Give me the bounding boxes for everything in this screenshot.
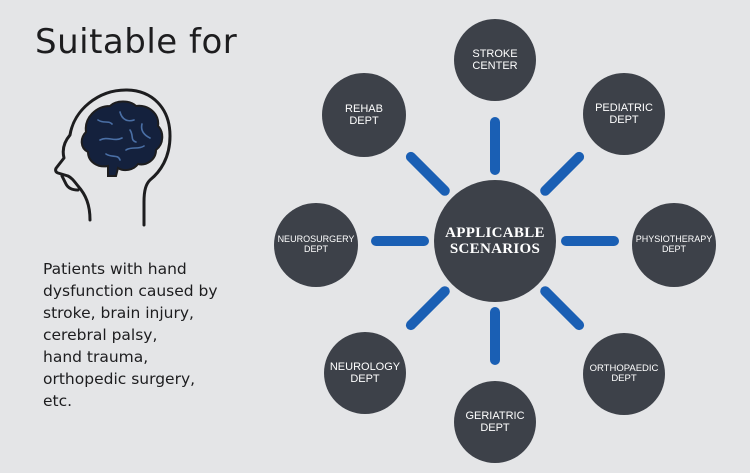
- center-label-line: SCENARIOS: [449, 241, 541, 257]
- node-label-line: DEPT: [480, 422, 510, 434]
- node-label-line: STROKE: [472, 47, 518, 60]
- node-label-line: NEUROSURGERY: [277, 234, 355, 245]
- description-line: Patients with hand: [43, 260, 187, 278]
- node-label-line: CENTER: [472, 60, 518, 72]
- node-stroke-center: STROKE CENTER: [454, 19, 536, 101]
- description-line: dysfunction caused by: [43, 282, 218, 300]
- center-node-applicable-scenarios: APPLICABLE SCENARIOS: [434, 180, 556, 302]
- node-label-line: PHYSIOTHERAPY: [635, 234, 713, 245]
- description-line: cerebral palsy,: [43, 326, 158, 344]
- node-label-line: ORTHOPAEDIC: [589, 362, 659, 374]
- node-label-line: NEUROLOGY: [329, 360, 401, 373]
- node-physiotherapy-dept: PHYSIOTHERAPY DEPT: [632, 203, 716, 287]
- connector-neurology-dept: [405, 286, 450, 331]
- head-with-brain-icon: [54, 88, 172, 227]
- node-label-line: REHAB: [345, 102, 383, 115]
- description-line: stroke, brain injury,: [43, 304, 194, 322]
- node-label-line: PEDIATRIC: [595, 101, 653, 114]
- node-pediatric-dept: PEDIATRIC DEPT: [583, 73, 665, 155]
- description-line: orthopedic surgery,: [43, 370, 196, 388]
- node-label-line: DEPT: [303, 244, 328, 254]
- connector-orthopaedic-dept: [540, 286, 585, 331]
- node-neurosurgery-dept: NEUROSURGERY DEPT: [274, 203, 358, 287]
- node-neurology-dept: NEUROLOGY DEPT: [324, 332, 406, 414]
- description-line: etc.: [43, 392, 73, 410]
- node-label-line: GERIATRIC: [465, 409, 525, 422]
- center-label-line: APPLICABLE: [445, 224, 545, 241]
- node-label-line: DEPT: [350, 373, 380, 385]
- node-geriatric-dept: GERIATRIC DEPT: [454, 381, 536, 463]
- patient-description: Patients with hand dysfunction caused by…: [43, 258, 253, 412]
- node-label-line: DEPT: [609, 114, 639, 126]
- node-label-line: DEPT: [611, 373, 637, 384]
- connector-rehab-dept: [405, 151, 450, 196]
- node-label-line: DEPT: [349, 115, 379, 127]
- connector-pediatric-dept: [540, 151, 585, 196]
- description-line: hand trauma,: [43, 348, 149, 366]
- node-orthopaedic-dept: ORTHOPAEDIC DEPT: [583, 333, 665, 415]
- page-title: Suitable for: [35, 22, 238, 62]
- node-label-line: DEPT: [661, 244, 686, 254]
- node-rehab-dept: REHAB DEPT: [322, 73, 406, 157]
